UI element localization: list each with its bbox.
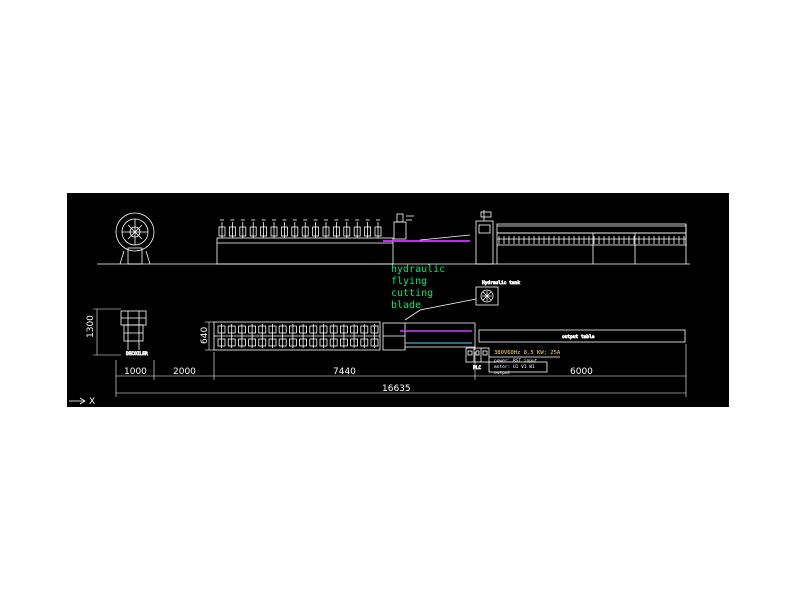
dimension-lines bbox=[93, 308, 687, 397]
svg-text:blade: blade bbox=[391, 300, 421, 311]
elevation-view bbox=[97, 210, 690, 265]
roll-stand bbox=[270, 226, 278, 237]
dim-height-machine: 640 bbox=[200, 327, 210, 344]
power-spec-text: 380V60Hz 8.5 KW; 25A bbox=[494, 350, 561, 356]
roll-stand bbox=[260, 226, 268, 237]
output-table-rollers bbox=[498, 236, 685, 244]
roll-stand bbox=[374, 226, 382, 237]
roll-stand bbox=[343, 226, 351, 237]
hydraulic-tank bbox=[475, 286, 499, 306]
plan-view: DECOILER Hydraulic tank bbox=[120, 280, 686, 373]
dim-seg-3: 7440 bbox=[333, 367, 356, 377]
cutting-blade-annotation: hydraulic flying cutting blade bbox=[391, 264, 445, 311]
roll-former-elevation bbox=[216, 213, 414, 265]
cutter-plan bbox=[382, 322, 476, 351]
output-table-plan bbox=[478, 329, 686, 343]
plc-label: PLC bbox=[473, 365, 481, 371]
strip-ramp bbox=[419, 234, 471, 241]
roll-stand bbox=[228, 226, 236, 237]
flying-shear-elevation bbox=[475, 210, 494, 265]
roll-stand bbox=[280, 226, 288, 237]
decoiler-plan bbox=[120, 310, 147, 350]
dim-seg-1: 1000 bbox=[124, 367, 147, 377]
hydraulic-hose bbox=[404, 298, 477, 321]
output-table-label: output table bbox=[562, 334, 595, 340]
roll-stands-elevation bbox=[218, 219, 382, 238]
roll-stand bbox=[239, 226, 247, 237]
power-line-text: power: RST input bbox=[494, 358, 538, 364]
decoiler-label: DECOILER bbox=[126, 351, 148, 357]
roll-stand bbox=[364, 226, 372, 237]
roll-stands-plan bbox=[217, 324, 379, 348]
svg-text:hydraulic: hydraulic bbox=[391, 264, 445, 275]
roll-stand bbox=[332, 226, 340, 237]
dim-total: 16635 bbox=[382, 384, 411, 394]
roll-former-plan bbox=[213, 321, 381, 351]
svg-text:flying: flying bbox=[391, 276, 427, 287]
dim-height-decoiler: 1300 bbox=[86, 315, 96, 338]
svg-text:cutting: cutting bbox=[391, 288, 433, 299]
roll-stand bbox=[301, 226, 309, 237]
roll-stand bbox=[249, 226, 257, 237]
ucs-axis-icon bbox=[69, 397, 86, 405]
plc-cabinet bbox=[465, 347, 490, 363]
roll-stand bbox=[322, 226, 330, 237]
roll-stand bbox=[353, 226, 361, 237]
power-spec-box bbox=[488, 361, 548, 373]
dim-seg-4: 6000 bbox=[570, 367, 593, 377]
dim-seg-2: 2000 bbox=[173, 367, 196, 377]
decoiler-elevation bbox=[115, 212, 155, 265]
motor-line-text: motor: U1 V1 W1 bbox=[494, 364, 535, 370]
output-line-text: output bbox=[494, 370, 511, 376]
cad-background bbox=[67, 193, 729, 407]
roll-stand bbox=[312, 226, 320, 237]
roll-stand bbox=[291, 226, 299, 237]
hydraulic-tank-label: Hydraulic tank bbox=[482, 280, 520, 286]
ucs-axis-label: X bbox=[89, 397, 95, 407]
output-table-elevation bbox=[496, 223, 687, 264]
roll-stand bbox=[218, 226, 226, 237]
